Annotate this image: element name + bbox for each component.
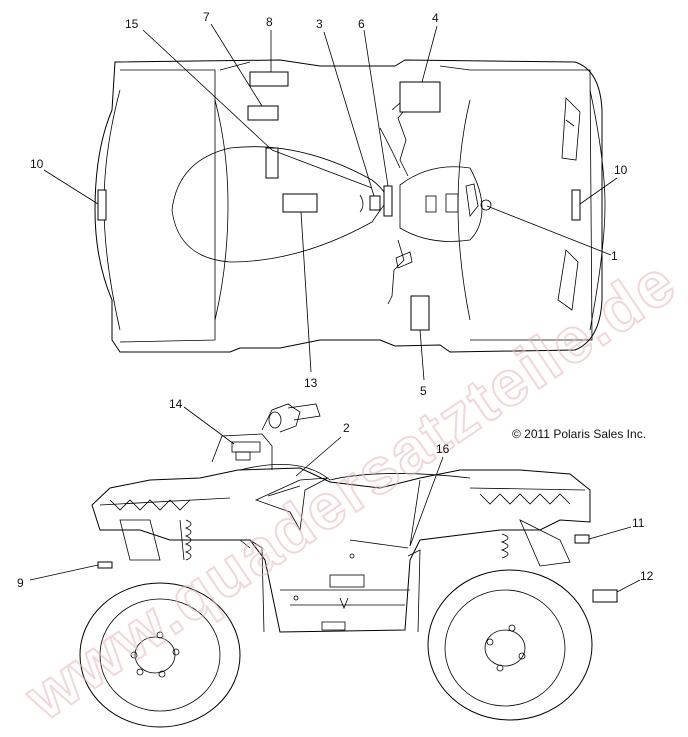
callout-5: 5 (420, 384, 427, 398)
decal-10-left (97, 189, 107, 221)
decal-8 (249, 71, 289, 87)
decal-12 (592, 589, 618, 603)
decal-11 (574, 534, 590, 544)
decal-3 (369, 195, 381, 211)
callout-9: 9 (17, 576, 24, 590)
top-view (94, 59, 606, 353)
callout-12: 12 (640, 569, 654, 583)
side-body-outline (91, 467, 591, 633)
decal-6 (383, 185, 393, 217)
rear-wheel (79, 582, 241, 728)
decal-4 (399, 81, 441, 113)
callout-labels: 1 2 3 4 5 6 7 8 9 10 10 11 12 13 14 15 1… (17, 10, 654, 590)
side-view (79, 403, 618, 728)
decal-10-right (571, 189, 581, 221)
decal-13 (282, 193, 318, 213)
copyright-notice: © 2011 Polaris Sales Inc. (512, 427, 646, 441)
decal-15 (265, 147, 279, 179)
decal-9 (97, 561, 113, 569)
callout-11: 11 (632, 516, 645, 530)
front-wheel (427, 569, 593, 721)
decal-7 (247, 105, 279, 121)
callout-1: 1 (611, 249, 618, 263)
callout-15: 15 (125, 17, 139, 31)
seat-outline (171, 146, 389, 263)
callout-13: 13 (304, 376, 318, 390)
callout-7: 7 (203, 10, 210, 24)
callout-10-right: 10 (614, 163, 628, 177)
decal-5 (410, 295, 430, 331)
callout-14: 14 (169, 397, 183, 411)
leader-lines (29, 23, 641, 593)
callout-4: 4 (432, 11, 439, 25)
top-body-outline (94, 59, 603, 353)
watermark: www.quadersatzteile.de (12, 245, 688, 732)
callout-2: 2 (343, 421, 350, 435)
decal-2 (254, 477, 329, 532)
callout-10-left: 10 (30, 157, 44, 171)
callout-16: 16 (436, 442, 450, 456)
callout-8: 8 (266, 15, 273, 29)
callout-6: 6 (358, 17, 365, 31)
callout-3: 3 (316, 17, 323, 31)
